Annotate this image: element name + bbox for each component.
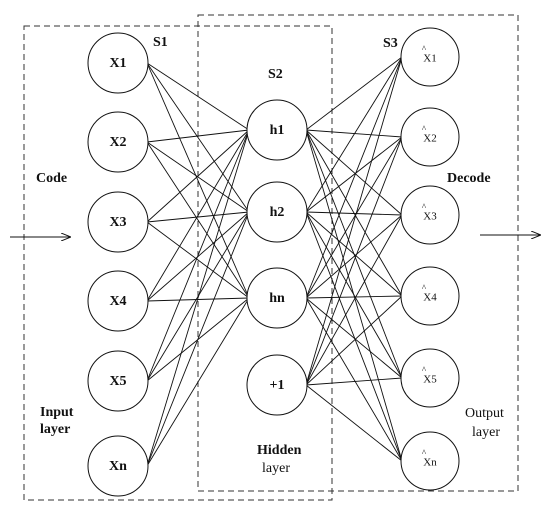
edge-input-3-hidden-0: [146, 129, 250, 302]
hidden-node-label-1: h1: [270, 123, 285, 138]
edge-hidden-1-output-3: [305, 211, 403, 297]
hidden-layer-label-line2: layer: [262, 461, 290, 476]
edge-hidden-0-output-1: [305, 129, 403, 138]
edge-hidden-2-output-2: [305, 214, 403, 299]
edge-hidden-2-output-0: [305, 56, 403, 299]
edge-input-5-hidden-1: [146, 211, 250, 467]
output-node-hat-1: ^: [422, 44, 427, 54]
edge-input-2-hidden-2: [146, 221, 250, 299]
edge-hidden-0-output-2: [305, 129, 403, 216]
output-node-label-4: X4: [423, 292, 437, 304]
decoder-region-box: [197, 14, 519, 492]
edge-input-2-hidden-0: [146, 129, 250, 223]
output-node-hat-6: ^: [422, 448, 427, 458]
edge-hidden-1-output-0: [305, 56, 403, 213]
edge-hidden-1-output-1: [305, 136, 403, 213]
output-node-label-3: X3: [423, 211, 437, 223]
output-node-2: [400, 107, 460, 167]
input-node-label-2: X2: [109, 135, 126, 150]
output-node-label-1: X1: [423, 53, 436, 65]
output-node-1: [400, 27, 460, 87]
bias-node-label: +1: [270, 378, 285, 393]
edge-input-1-hidden-1: [146, 141, 250, 213]
output-node-hat-2: ^: [422, 124, 427, 134]
edge-hidden-3-output-5: [305, 384, 403, 462]
input-node-2: [87, 111, 149, 173]
edge-input-0-hidden-0: [146, 62, 250, 131]
edge-hidden-2-output-3: [305, 295, 403, 299]
hidden-layer-label-line1: Hidden: [257, 443, 302, 458]
input-node-label-4: X4: [109, 294, 126, 309]
input-node-5: [87, 350, 149, 412]
input-node-label-6: Xn: [109, 459, 127, 474]
output-node-hat-3: ^: [422, 202, 427, 212]
hidden-node-label-2: h2: [270, 205, 285, 220]
input-node-3: [87, 191, 149, 253]
edge-input-4-hidden-0: [146, 129, 250, 382]
input-node-1: [87, 32, 149, 94]
input-layer-label-line1: Input: [40, 405, 74, 420]
edge-input-2-hidden-1: [146, 211, 250, 223]
edge-hidden-2-output-1: [305, 136, 403, 299]
output-node-3: [400, 185, 460, 245]
output-node-label-5: X5: [423, 374, 437, 386]
edge-hidden-0-output-3: [305, 129, 403, 297]
edge-hidden-3-output-2: [305, 214, 403, 386]
edge-hidden-3-output-3: [305, 295, 403, 386]
output-layer-label-line1: Output: [465, 406, 504, 421]
output-node-label-6: Xn: [423, 457, 437, 469]
output-node-5: [400, 348, 460, 408]
output-node-hat-4: ^: [422, 283, 427, 293]
hidden-node-label-3: hn: [269, 291, 285, 306]
hidden-node-3: [246, 267, 308, 329]
edge-hidden-1-output-4: [305, 211, 403, 379]
hidden-node-1: [246, 99, 308, 161]
edge-hidden-1-output-2: [305, 211, 403, 216]
output-node-label-2: X2: [423, 133, 436, 145]
bias-node: [246, 354, 308, 416]
edge-hidden-2-output-4: [305, 297, 403, 379]
input-node-6: [87, 435, 149, 497]
output-node-6: [400, 431, 460, 491]
edge-hidden-0-output-0: [305, 56, 403, 131]
edge-input-0-hidden-2: [146, 62, 250, 299]
connections: [146, 56, 403, 467]
input-node-4: [87, 270, 149, 332]
input-node-label-3: X3: [109, 215, 126, 230]
input-layer-label-line2: layer: [40, 422, 70, 437]
encoder-region-box: [23, 25, 333, 501]
s1-label: S1: [153, 35, 168, 50]
output-node-4: [400, 266, 460, 326]
s2-label: S2: [268, 67, 283, 82]
edge-hidden-2-output-5: [305, 297, 403, 462]
input-node-label-1: X1: [109, 56, 126, 71]
edge-input-5-hidden-0: [146, 129, 250, 467]
edge-hidden-1-output-5: [305, 211, 403, 462]
edge-hidden-3-output-1: [305, 136, 403, 386]
s3-label: S3: [383, 36, 398, 51]
edge-hidden-3-output-4: [305, 377, 403, 386]
decode-label: Decode: [447, 171, 491, 186]
edge-hidden-3-output-0: [305, 56, 403, 386]
output-node-hat-5: ^: [422, 365, 427, 375]
hidden-node-2: [246, 181, 308, 243]
output-layer-label-line2: layer: [472, 425, 500, 440]
edge-input-5-hidden-2: [146, 297, 250, 467]
input-node-label-5: X5: [109, 374, 126, 389]
edge-input-1-hidden-2: [146, 141, 250, 299]
code-label: Code: [36, 171, 67, 186]
edge-input-1-hidden-0: [146, 129, 250, 143]
